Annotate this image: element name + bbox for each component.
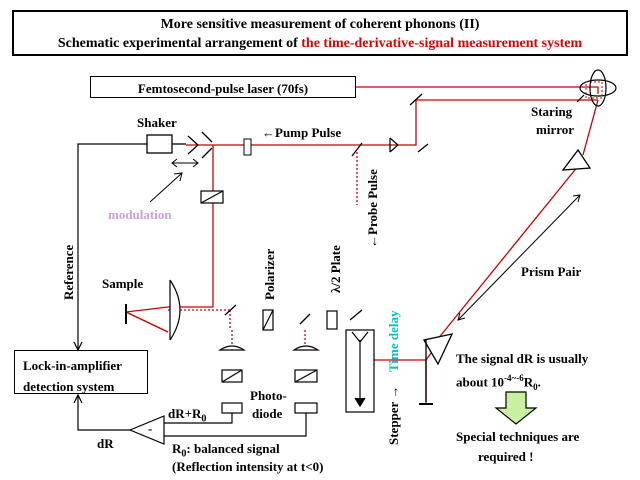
probe-pulse-label: ←Probe Pulse bbox=[365, 169, 380, 248]
r0-note-subscript: 0 bbox=[181, 448, 187, 460]
modulation-pointer-icon bbox=[149, 172, 183, 203]
sample-label: Sample bbox=[102, 276, 144, 291]
dr-label: dR bbox=[97, 436, 114, 451]
signal-note-subscript: 0 bbox=[533, 381, 538, 392]
photodiode-stack-b bbox=[292, 345, 320, 414]
signal-note-exponent: -4~-6 bbox=[504, 373, 524, 383]
staring-mirror-icon bbox=[576, 69, 617, 107]
signal-note-prefix: about 10 bbox=[456, 374, 505, 390]
half-wave-plate-icon bbox=[326, 310, 338, 330]
mirror-to-pump-line-beam bbox=[186, 100, 417, 146]
photodiode-label-2: diode bbox=[252, 406, 283, 421]
signal-note-r: R bbox=[523, 374, 534, 390]
shaker-mirror-icon bbox=[187, 131, 213, 159]
modulation-label: modulation bbox=[108, 207, 172, 222]
prism-pair-arrow-icon bbox=[457, 194, 581, 321]
minus-sign: - bbox=[148, 421, 153, 436]
r0-note: R0: balanced signal bbox=[172, 442, 280, 460]
r0-note-main: R bbox=[172, 441, 182, 456]
lock-in-line-2: detection system bbox=[23, 379, 115, 394]
differential-amplifier-icon bbox=[128, 415, 165, 445]
staring-mirror-dot bbox=[585, 81, 603, 99]
signal-note-line-2: about 10-4~-6R0. bbox=[456, 374, 541, 392]
reference-label: Reference bbox=[61, 244, 76, 300]
laser-to-staring-mirror-beam bbox=[356, 86, 599, 94]
title-line-1: More sensitive measurement of coherent p… bbox=[160, 17, 480, 32]
reflection-note: (Reflection intensity at t<0) bbox=[172, 459, 324, 474]
special-note-line-2: required ! bbox=[478, 449, 534, 464]
pump-pulse-label: ←Pump Pulse bbox=[262, 125, 342, 140]
prism-pair-beam bbox=[436, 159, 584, 341]
special-note-line-1: Special techniques are bbox=[456, 429, 580, 444]
laser-box: Femtosecond-pulse laser (70fs) bbox=[90, 76, 356, 98]
staring-mirror-label-2: mirror bbox=[536, 122, 575, 137]
mirror-upper-small bbox=[417, 143, 429, 153]
title-line-2: Schematic experimental arrangement of th… bbox=[14, 36, 626, 52]
shaker-box bbox=[146, 134, 173, 154]
title-line-2-highlight: the time-derivative-signal measurement s… bbox=[301, 36, 583, 51]
prism-pair-label: Prism Pair bbox=[521, 264, 582, 279]
pump-polarizer-cube-icon bbox=[200, 190, 224, 204]
lock-in-box: Lock-in-amplifier detection system bbox=[14, 350, 148, 394]
shaker-label: Shaker bbox=[137, 115, 177, 130]
polarizer-plate-icon bbox=[262, 309, 274, 331]
photodiode-label-1: Photo- bbox=[250, 388, 287, 403]
stepper-stage-icon bbox=[345, 329, 375, 413]
amplifier-wiring bbox=[73, 393, 307, 437]
mirror-icons bbox=[224, 93, 429, 325]
sample-lens-icon bbox=[169, 279, 181, 341]
mirror-beamsplitter bbox=[351, 142, 363, 157]
signal-note-line-1: The signal dR is usually bbox=[456, 351, 589, 366]
laser-label: Femtosecond-pulse laser (70fs) bbox=[137, 81, 309, 96]
polarizer-label: Polarizer bbox=[262, 248, 277, 300]
modulation-arrow-icon bbox=[171, 158, 199, 168]
dr-r0-main: dR+R bbox=[168, 406, 202, 421]
prism-link-beam bbox=[582, 99, 599, 156]
signal-note-end: . bbox=[537, 374, 541, 390]
stepper-label: Stepper → bbox=[386, 385, 401, 445]
half-wave-plate-label: λ/2 Plate bbox=[328, 245, 343, 293]
reference-signal-lines bbox=[73, 143, 147, 352]
mirror-stepper-top bbox=[349, 309, 363, 321]
prism-upper-icon bbox=[561, 148, 592, 171]
time-delay-label: Time delay bbox=[386, 310, 401, 372]
mirror-probe-lower bbox=[224, 304, 237, 316]
sample-lower-beam bbox=[125, 311, 169, 333]
dr-r0-subscript: 0 bbox=[201, 413, 207, 425]
mirror-polarizer-a bbox=[299, 313, 311, 325]
pump-chopper-icon bbox=[243, 138, 252, 156]
conclusion-arrow-icon bbox=[494, 391, 538, 425]
mirror-upper-right bbox=[409, 93, 423, 106]
dr-r0-label: dR+R0 bbox=[168, 407, 206, 425]
sample-to-reflector-beam bbox=[125, 306, 213, 313]
photodiode-stack-a bbox=[218, 345, 246, 414]
r0-note-rest: : balanced signal bbox=[186, 441, 280, 456]
prism-lower-icon bbox=[422, 333, 454, 366]
title-line-2-prefix: Schematic experimental arrangement of bbox=[57, 36, 302, 51]
staring-mirror-label-1: Staring bbox=[531, 104, 573, 119]
title-box: More sensitive measurement of coherent p… bbox=[12, 10, 628, 56]
retroreflector-icon bbox=[389, 137, 399, 153]
lock-in-line-1: Lock-in-amplifier bbox=[23, 358, 122, 373]
